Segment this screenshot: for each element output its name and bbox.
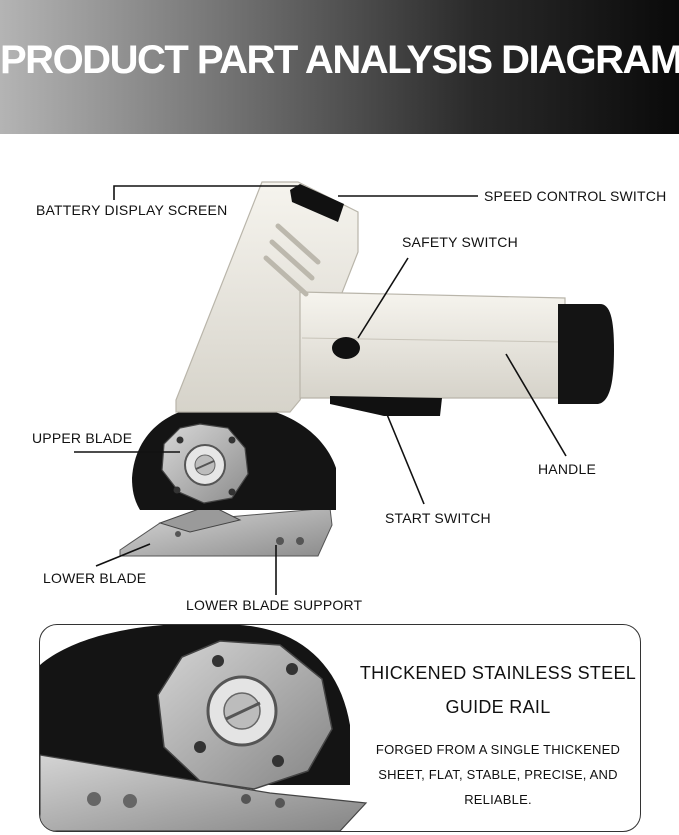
label-battery-display-screen: BATTERY DISPLAY SCREEN xyxy=(36,202,227,218)
battery-pack xyxy=(558,304,614,404)
label-lower-blade-support: LOWER BLADE SUPPORT xyxy=(186,597,362,613)
label-handle: HANDLE xyxy=(538,461,596,477)
guide-rail-detail-card: THICKENED STAINLESS STEEL GUIDE RAIL FOR… xyxy=(39,624,641,832)
detail-text-line-3: RELIABLE. xyxy=(358,787,638,812)
detail-text-line-1: FORGED FROM A SINGLE THICKENED xyxy=(358,737,638,762)
detail-heading-line-1: THICKENED STAINLESS STEEL xyxy=(358,663,638,684)
label-lower-blade: LOWER BLADE xyxy=(43,570,146,586)
header-banner: PRODUCT PART ANALYSIS DIAGRAM xyxy=(0,0,679,134)
label-upper-blade: UPPER BLADE xyxy=(32,430,132,446)
label-speed-control-switch: SPEED CONTROL SWITCH xyxy=(484,188,666,204)
detail-text-line-2: SHEET, FLAT, STABLE, PRECISE, AND xyxy=(358,762,638,787)
label-safety-switch: SAFETY SWITCH xyxy=(402,234,518,250)
label-start-switch: START SWITCH xyxy=(385,510,491,526)
detail-heading-line-2: GUIDE RAIL xyxy=(358,697,638,718)
upper-blade xyxy=(162,424,248,503)
page-title: PRODUCT PART ANALYSIS DIAGRAM xyxy=(0,38,679,83)
safety-switch xyxy=(332,337,360,359)
